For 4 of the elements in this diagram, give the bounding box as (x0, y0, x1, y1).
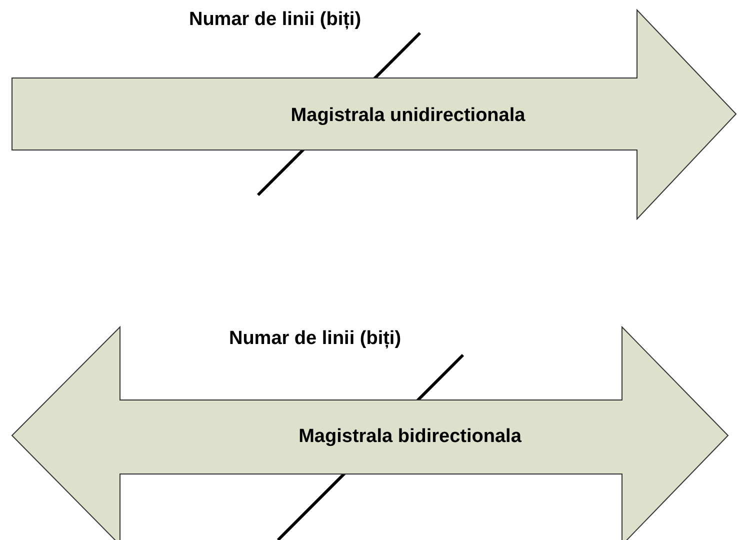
bus-width-label: Numar de linii (biți) (228, 328, 402, 350)
bus-width-label: Numar de linii (biți) (188, 9, 362, 31)
arrow-label: Magistrala bidirectionala (298, 426, 522, 448)
arrow-label: Magistrala unidirectionala (290, 105, 526, 127)
